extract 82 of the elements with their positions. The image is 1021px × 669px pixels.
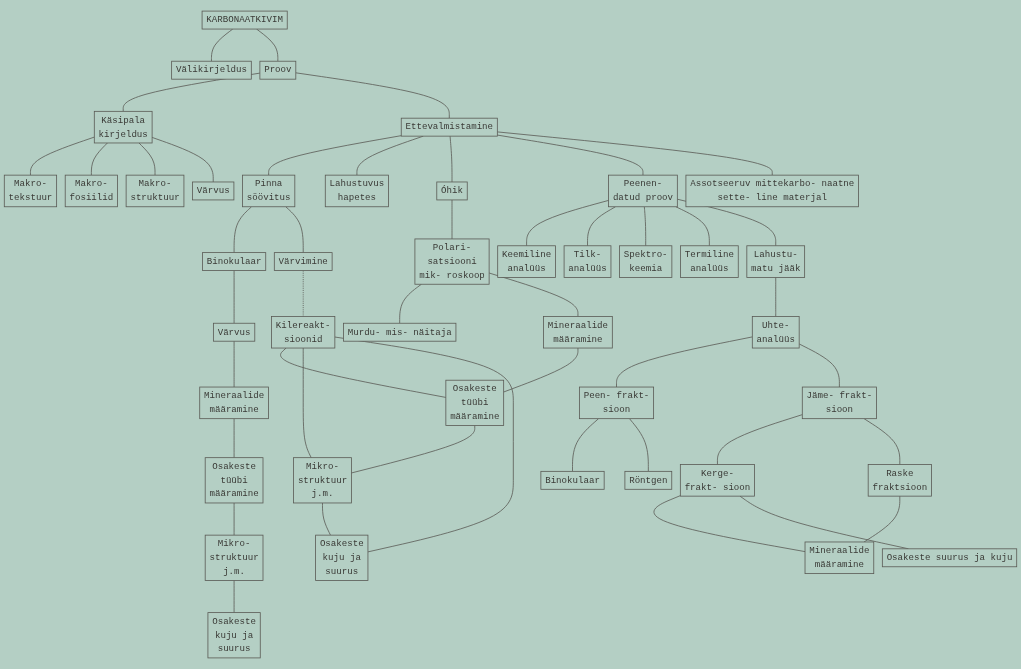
node-box: Osakeste suurus ja kuju <box>881 548 1018 568</box>
node-box: Makro- struktuur <box>125 174 185 208</box>
node-box: Peen- frakt- sioon <box>579 386 654 420</box>
connector <box>449 135 453 183</box>
node-box: Värvimine <box>273 252 333 271</box>
connector <box>488 272 579 317</box>
connector <box>334 336 514 553</box>
connector <box>295 72 450 119</box>
connector <box>775 277 777 317</box>
node-box: Uhte- analüüs <box>751 316 800 349</box>
connector <box>675 206 710 247</box>
connector <box>302 347 312 459</box>
connector <box>268 135 402 176</box>
connector <box>90 142 108 176</box>
node-box: Proov <box>259 60 297 80</box>
connector <box>503 347 579 393</box>
connector <box>496 131 773 176</box>
connector <box>280 347 447 398</box>
connector <box>863 418 901 465</box>
connector <box>351 425 476 474</box>
node-box: Kilereakt- sioonid <box>271 316 336 349</box>
node-box: Peenen- datud proov <box>608 174 678 208</box>
node-box: Termiline analüüs <box>680 245 739 278</box>
connector <box>302 270 304 317</box>
node-box: Assotseeruv mittekarbo- naatne sette- line materjal <box>685 174 859 208</box>
connector <box>322 502 331 536</box>
connector <box>643 206 647 247</box>
node-box: Tilk- analüüs <box>563 245 612 278</box>
connector <box>30 136 95 176</box>
node-box: Pinna söövitus <box>242 174 296 208</box>
connector <box>653 495 806 552</box>
connector <box>233 340 235 388</box>
connector <box>616 336 753 388</box>
node-box: Binokulaar <box>540 470 605 490</box>
node-box: Lahustu- matu jääk <box>746 245 806 278</box>
node-box: Mineraalide määramine <box>199 386 269 420</box>
connector <box>151 137 214 183</box>
node-box: Osakeste tüübi määramine <box>204 457 264 504</box>
node-box: Ettevalmistamine <box>400 117 498 137</box>
connector <box>285 206 304 253</box>
connector <box>233 418 235 459</box>
connector <box>526 200 609 247</box>
connector <box>399 283 422 324</box>
node-box: Mineraalide määramine <box>804 541 875 574</box>
connector <box>798 343 840 388</box>
node-box: Óhik <box>436 181 468 201</box>
node-box: Spektro- keemia <box>619 245 673 278</box>
connector <box>233 206 252 253</box>
node-box: Polari- satsiooni mik- roskoop <box>414 238 490 285</box>
node-box: Keemiline analüüs <box>497 245 556 278</box>
node-box: Mikro- struktuur j.m. <box>204 534 264 581</box>
node-box: Osakeste kuju ja suurus <box>315 534 369 581</box>
connector <box>451 199 453 240</box>
node-box: Raske fraktsioon <box>867 464 932 497</box>
node-box: Värvus <box>213 322 256 342</box>
node-box: KARBONAATKIVIM <box>201 10 288 30</box>
node-box: Mikro- struktuur j.m. <box>293 457 352 504</box>
connector <box>496 134 644 176</box>
node-box: Makro- tekstuur <box>3 174 58 208</box>
connector <box>587 206 616 247</box>
node-box: Röntgen <box>624 470 673 490</box>
node-box: Mineraalide määramine <box>543 316 613 349</box>
connector <box>717 414 803 465</box>
node-box: Osakeste kuju ja suurus <box>207 612 261 659</box>
node-box: Välikirjeldus <box>171 60 252 80</box>
node-box: Lahustuvus hapetes <box>324 174 389 208</box>
node-box: Värvus <box>192 181 235 201</box>
node-box: Binokulaar <box>202 252 267 271</box>
connector <box>211 28 234 62</box>
connector <box>233 580 235 613</box>
node-box: Kerge- frakt- sioon <box>679 464 755 497</box>
connector <box>629 418 649 472</box>
connector <box>233 270 235 324</box>
node-box: Osakeste tüübi määramine <box>445 379 505 426</box>
connector <box>256 28 279 62</box>
connector <box>233 502 235 536</box>
node-box: Käsipala kirjeldus <box>93 110 153 144</box>
connector <box>572 418 599 472</box>
node-box: Murdu- mis- näitaja <box>343 322 457 342</box>
connector <box>138 142 156 176</box>
node-box: Makro- fosiilid <box>64 174 118 208</box>
node-box: Jäme- frakt- sioon <box>801 386 877 420</box>
